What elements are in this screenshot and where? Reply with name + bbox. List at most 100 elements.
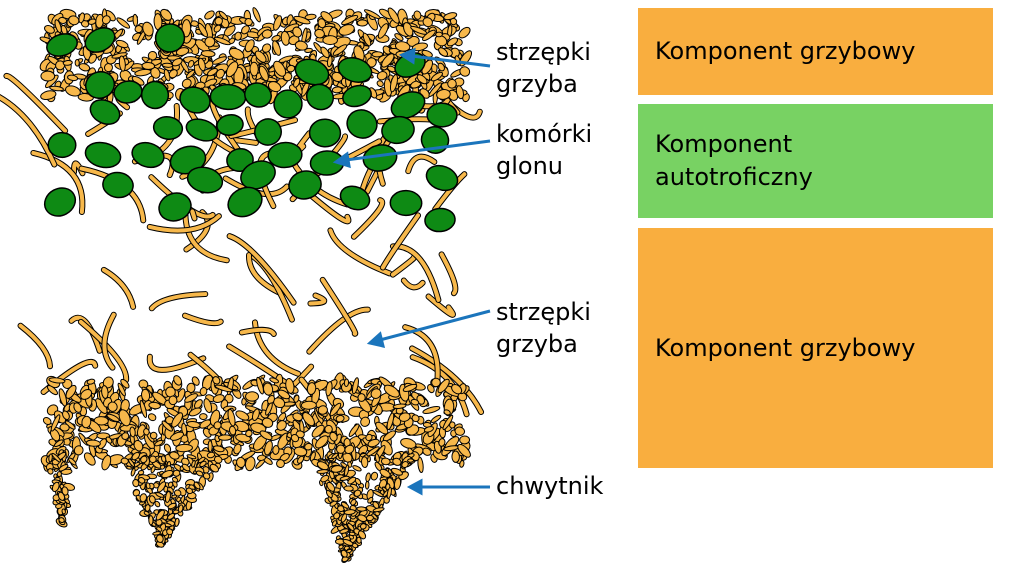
hypha <box>401 278 425 290</box>
cortex-cell <box>320 11 334 23</box>
label-arrows <box>332 47 491 496</box>
hypha <box>308 293 327 306</box>
rhizine-cell <box>155 509 165 521</box>
cortex-cell <box>207 67 218 77</box>
rhizine-cell <box>137 477 146 484</box>
algae-cell <box>267 141 303 169</box>
rhizine-cell <box>169 451 180 460</box>
cortex-cell <box>269 377 279 384</box>
cortex-cell <box>74 59 80 67</box>
rhizine-cell <box>51 452 62 463</box>
cortex-cell <box>241 25 250 35</box>
cortex-cell <box>40 70 56 82</box>
cortex-cell <box>304 442 313 451</box>
cortex-cell <box>107 401 118 412</box>
cortex-cell <box>213 445 225 453</box>
cortex-cell <box>212 376 221 385</box>
cortex-cell <box>300 400 317 410</box>
cortex-cell <box>411 414 420 423</box>
rhizine-cell <box>48 453 53 463</box>
cortex-cell <box>329 402 342 417</box>
cortex-cell <box>264 440 273 456</box>
rhizine-cell <box>167 481 174 488</box>
cortex-cell <box>446 37 459 47</box>
cortex-cell <box>351 377 359 395</box>
rhizine-cell <box>372 507 385 513</box>
cortex-cell <box>435 31 443 38</box>
rhizine-cell <box>331 520 338 527</box>
cortex-cell <box>447 78 457 89</box>
cortex-cell <box>49 85 64 92</box>
cortex-cell <box>392 403 407 409</box>
rhizine-cell <box>330 465 344 473</box>
cortex-cell <box>93 416 109 426</box>
algae-cell <box>186 166 224 194</box>
cortex-cell <box>422 406 441 414</box>
cortex-cell <box>381 53 395 68</box>
cortex-cell <box>256 376 264 395</box>
rhizine-cell <box>356 506 367 512</box>
cortex-cell <box>181 78 192 89</box>
cortex-cell <box>50 414 61 432</box>
cortex-cell <box>259 430 273 441</box>
cortex-cell <box>233 443 242 455</box>
rhizine-cell <box>338 544 344 550</box>
algae-cell <box>294 58 330 86</box>
hypha <box>100 266 137 310</box>
algae-cell <box>152 116 184 140</box>
cortex-cell <box>416 74 428 85</box>
cortex-cell <box>294 40 308 51</box>
cortex-cell <box>293 15 311 25</box>
cortex-cell <box>85 439 101 447</box>
cortex-cell <box>286 64 296 73</box>
cortex-cell <box>58 388 68 407</box>
rhizine-cell <box>140 455 148 464</box>
algae-cell <box>425 164 459 192</box>
cortex-cell <box>142 21 154 37</box>
cortex-cell <box>173 375 182 386</box>
algae-cell <box>337 57 373 83</box>
cortex-cell <box>258 65 269 82</box>
cortex-cell <box>185 69 196 79</box>
rhizine-cell <box>213 455 223 464</box>
arrow-algae <box>345 139 491 162</box>
algae-cell <box>346 109 378 139</box>
cortex-cell <box>250 422 267 434</box>
algae-cell <box>140 80 170 110</box>
cortex-cell <box>400 438 417 449</box>
cortex-cell <box>148 401 161 410</box>
cortex-cell <box>449 421 456 429</box>
algae-cell <box>46 33 78 57</box>
cortex-cell <box>48 377 66 384</box>
rhizine-cell <box>353 489 362 497</box>
cortex-cell <box>199 413 208 421</box>
cortex-cell <box>438 438 446 447</box>
cortex-cell <box>324 424 333 434</box>
rhizine-cell <box>320 474 330 483</box>
cortex-cell <box>168 395 178 406</box>
rhizine-cell <box>61 508 66 515</box>
cortex-cell <box>73 402 82 413</box>
rhizine-cell <box>171 476 179 483</box>
rhizine-cell <box>357 514 368 523</box>
rhizine-cell <box>171 494 178 499</box>
cortex-cell <box>175 47 190 56</box>
rhizine-cell <box>149 455 157 464</box>
cortex-cell <box>331 71 344 83</box>
label-line: strzępki <box>496 298 591 326</box>
cortex-cell <box>252 7 261 23</box>
rhizine-cell <box>347 476 357 485</box>
cortex-cell <box>120 378 130 389</box>
cortex-cell <box>161 62 174 68</box>
rhizine-cell <box>343 485 354 492</box>
cortex-cell <box>459 460 465 468</box>
cortex-cell <box>213 421 222 430</box>
cortex-cell <box>358 445 369 456</box>
cortex-cell <box>78 12 85 24</box>
rhizine-cell <box>331 452 339 460</box>
cortex-cell <box>332 44 348 56</box>
cortex-cell <box>290 434 300 443</box>
cortex-cell <box>317 405 328 415</box>
rhizine-cell <box>335 535 341 540</box>
rhizine-cell <box>209 463 220 473</box>
